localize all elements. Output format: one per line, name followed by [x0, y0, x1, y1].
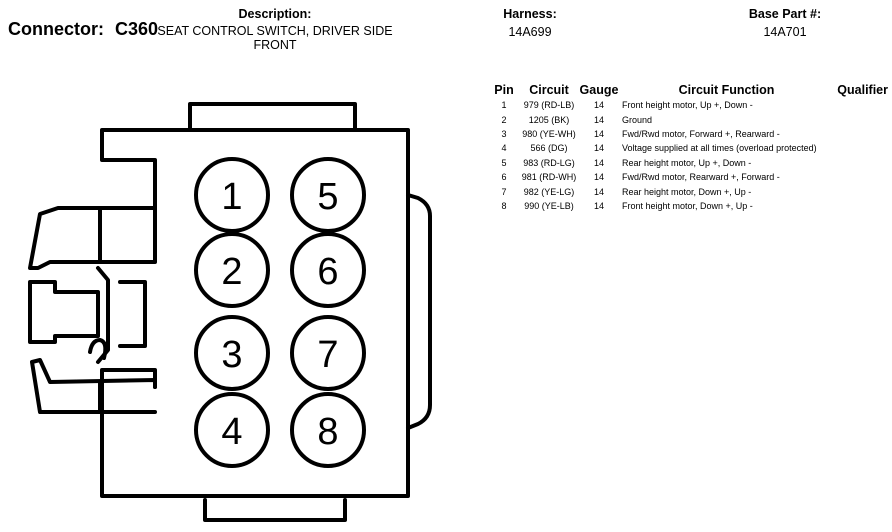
pin-label-7: 7 [317, 334, 338, 376]
table-row: 6 981 (RD-WH) 14 Fwd/Rwd motor, Rearward… [488, 170, 888, 184]
pin-cavities [194, 157, 366, 468]
cell-circuit: 981 (RD-WH) [521, 172, 577, 183]
table-row: 8 990 (YE-LB) 14 Front height motor, Dow… [488, 199, 888, 213]
cell-pin: 3 [501, 128, 507, 139]
right-side-rib [406, 193, 432, 430]
header-circuit: Circuit [529, 83, 569, 97]
harness-label: Harness: [503, 7, 557, 21]
header-qualifier: Qualifier [837, 83, 888, 97]
cell-circuit: 982 (YE-LG) [523, 186, 575, 197]
cell-pin: 5 [501, 157, 507, 168]
cell-function: Fwd/Rwd motor, Forward +, Rearward - [622, 128, 780, 139]
pin-label-5: 5 [317, 176, 338, 218]
cell-gauge: 14 [593, 128, 604, 139]
pin-cavity-5 [290, 157, 366, 233]
cell-pin: 8 [501, 200, 507, 211]
cell-circuit: 980 (YE-WH) [522, 128, 576, 139]
cell-gauge: 14 [593, 157, 604, 168]
cell-circuit: 979 (RD-LB) [523, 100, 575, 111]
cell-function: Fwd/Rwd motor, Rearward +, Forward - [622, 172, 780, 183]
connector-id: C360 [115, 19, 159, 39]
cell-gauge: 14 [593, 200, 604, 211]
pin-label-3: 3 [221, 334, 242, 376]
pin-cavity-6 [290, 232, 366, 308]
pin-label-6: 6 [317, 251, 338, 293]
base-part-label: Base Part #: [748, 7, 822, 21]
header-pin: Pin [494, 83, 514, 97]
connector-housing [100, 128, 410, 498]
table-row: 7 982 (YE-LG) 14 Rear height motor, Down… [488, 184, 888, 198]
base-part-value: 14A701 [763, 25, 807, 39]
table-row: 3 980 (YE-WH) 14 Fwd/Rwd motor, Forward … [488, 127, 888, 141]
cell-circuit: 1205 (BK) [528, 114, 570, 125]
cell-circuit: 566 (DG) [530, 143, 568, 154]
pin-label-8: 8 [317, 411, 338, 453]
lower-left-latch [30, 358, 157, 414]
pin-label-1: 1 [221, 176, 242, 218]
top-latch-tab [188, 102, 357, 130]
locking-arm [28, 280, 100, 344]
cell-gauge: 14 [593, 172, 604, 183]
locking-arm-bar [118, 280, 147, 348]
table-row: 1 979 (RD-LB) 14 Front height motor, Up … [488, 98, 888, 112]
pin-label-4: 4 [221, 411, 242, 453]
cell-gauge: 14 [593, 100, 604, 111]
pin-cavity-8 [290, 392, 366, 468]
pin-cavity-3 [194, 315, 270, 391]
cell-gauge: 14 [593, 143, 604, 154]
pin-label-2: 2 [221, 251, 242, 293]
cell-pin: 7 [501, 186, 507, 197]
locking-arm-hook [88, 338, 108, 360]
cell-pin: 6 [501, 172, 507, 183]
table-row: 2 1205 (BK) 14 Ground [488, 112, 888, 126]
table-row: 5 983 (RD-LG) 14 Rear height motor, Up +… [488, 156, 888, 170]
base-part-block: Base Part #: 14A701 [715, 7, 855, 39]
description-label: Description: [238, 7, 312, 21]
bottom-latch-tab [203, 498, 347, 522]
pin-cavity-1 [194, 157, 270, 233]
connector-title: Connector: C360 [8, 19, 158, 40]
cell-function: Voltage supplied at all times (overload … [622, 143, 817, 154]
upper-left-latch [28, 176, 157, 270]
cell-circuit: 990 (YE-LB) [524, 200, 574, 211]
description-line-2: FRONT [253, 38, 297, 52]
cell-pin: 4 [501, 143, 507, 154]
cell-circuit: 983 (RD-LG) [523, 157, 575, 168]
cell-gauge: 14 [593, 114, 604, 125]
pin-table: Pin Circuit Gauge Circuit Function Quali… [488, 82, 888, 213]
header-circuit-function: Circuit Function [678, 83, 775, 97]
cell-gauge: 14 [593, 186, 604, 197]
pin-table-header-row: Pin Circuit Gauge Circuit Function Quali… [488, 82, 888, 98]
cell-function: Rear height motor, Down +, Up - [622, 186, 752, 197]
pin-cavity-2 [194, 232, 270, 308]
cell-pin: 1 [501, 100, 507, 111]
harness-value: 14A699 [508, 25, 552, 39]
table-row: 4 566 (DG) 14 Voltage supplied at all ti… [488, 141, 888, 155]
connector-label: Connector: [8, 19, 104, 39]
cell-function: Front height motor, Up +, Down - [622, 100, 753, 111]
pin-cavity-7 [290, 315, 366, 391]
header-gauge: Gauge [579, 83, 619, 97]
cell-function: Ground [622, 114, 653, 125]
cell-function: Front height motor, Down +, Up - [622, 200, 753, 211]
description-block: Description: SEAT CONTROL SWITCH, DRIVER… [150, 7, 400, 52]
pin-cavity-4 [194, 392, 270, 468]
cell-function: Rear height motor, Up +, Down - [622, 157, 752, 168]
cell-pin: 2 [501, 114, 507, 125]
harness-block: Harness: 14A699 [470, 7, 590, 39]
description-line-1: SEAT CONTROL SWITCH, DRIVER SIDE [157, 24, 393, 38]
